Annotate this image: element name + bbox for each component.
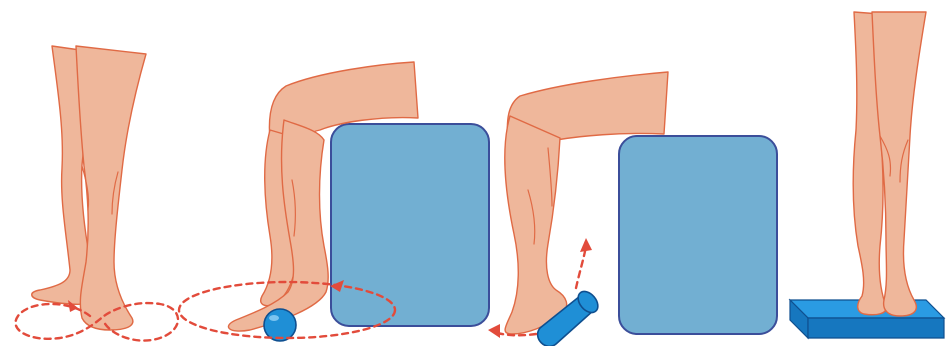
panel-roller [488,72,777,346]
seat-box [331,124,489,326]
up-arrow [580,238,592,252]
panel-ankle-circles [16,46,178,341]
massage-ball [264,309,296,341]
seat-box [619,136,777,334]
panel-ball-roll [179,62,489,341]
left-arrow [488,324,500,338]
roll-direction-path [576,246,586,288]
lower-leg [505,116,567,334]
panel-heel-raise [790,12,944,338]
